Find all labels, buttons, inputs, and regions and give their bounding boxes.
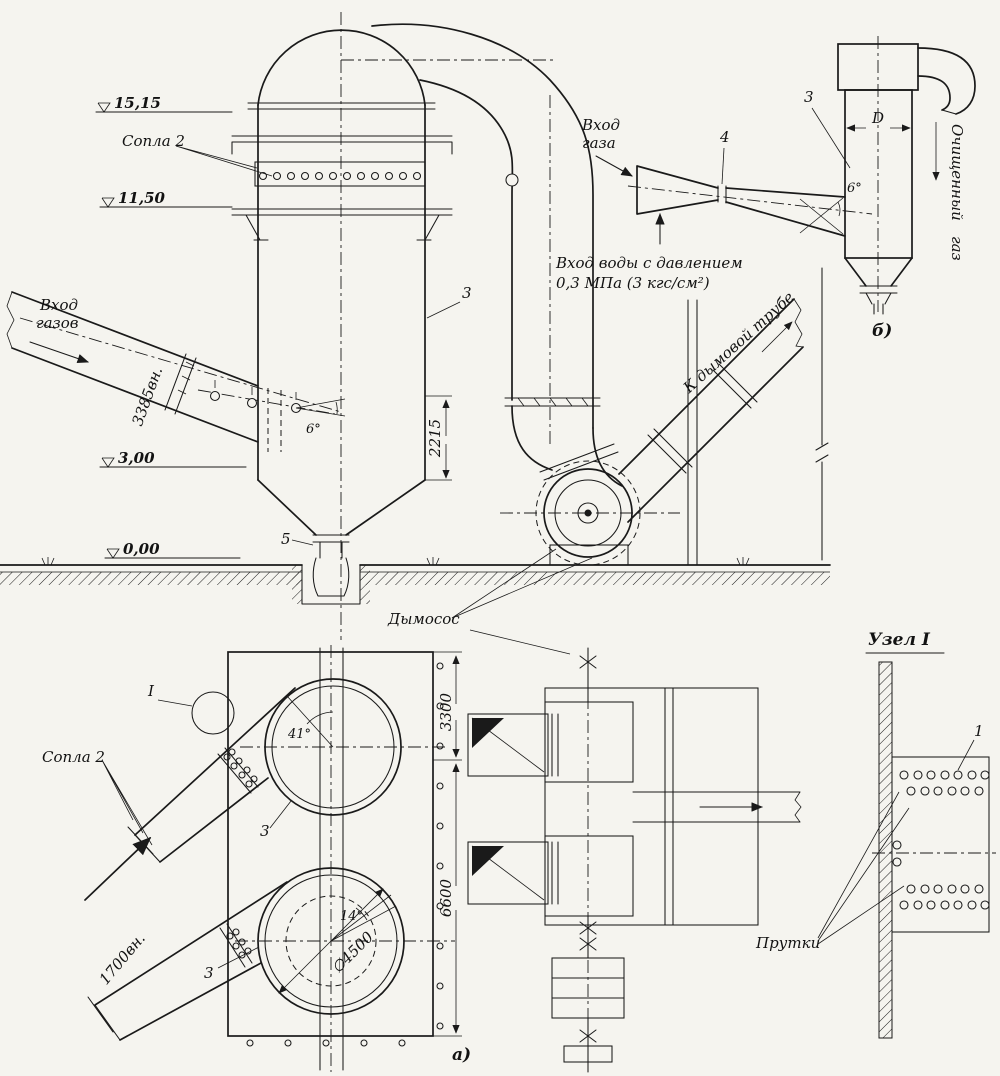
b-gas-label-2: газа xyxy=(582,134,616,152)
gas-inlet-duct xyxy=(6,291,259,443)
plan-bolt-holes xyxy=(246,662,444,1047)
plan-item-I-label: I xyxy=(147,682,155,700)
clean-gas-pipe xyxy=(917,47,976,115)
level-15-15: 15,15 xyxy=(114,94,161,112)
angle-41-label: 41° xyxy=(287,727,311,742)
scheme-b-view: D Вход газа 4 3 6° Вход воды с давлением… xyxy=(555,36,976,341)
stack-duct xyxy=(618,267,829,566)
distributor xyxy=(197,380,346,452)
plan-casing xyxy=(227,651,434,1037)
level-marks: 15,15 11,50 3,00 0,00 xyxy=(95,94,247,559)
fan-plan xyxy=(467,647,802,1073)
b-angle-label: 6° xyxy=(847,181,862,196)
lower-vessel-plan xyxy=(257,867,405,1015)
plan-nozzles-label: Сопла 2 xyxy=(42,748,105,766)
perforated-plate xyxy=(891,756,990,933)
support-column xyxy=(687,299,698,566)
angle-14-label: 14° xyxy=(340,909,363,924)
separator-cone xyxy=(844,257,913,315)
plan-dimensions: 41° 14° ∅4500 3300 6600 xyxy=(278,651,462,1037)
detail-view: Узел I 1 Прутки xyxy=(755,630,996,1039)
scheme-b-caption: б) xyxy=(872,321,892,341)
dim-D-label: D xyxy=(871,109,884,127)
detail-balloon-I xyxy=(191,691,235,735)
plan-stack-duct xyxy=(319,647,344,1071)
water-label-2: 0,3 МПа (3 кгс/см²) xyxy=(556,274,710,292)
item-3-label: 3 xyxy=(462,284,472,302)
nozzle-platforms xyxy=(175,135,453,241)
gas-inlet-label-1: Вход xyxy=(39,296,78,314)
venturi-tube xyxy=(636,165,846,237)
detail-item-1-label: 1 xyxy=(974,722,984,740)
plan-item-3-lower: 3 xyxy=(204,964,214,982)
ground xyxy=(0,557,831,605)
duct-port xyxy=(505,173,519,187)
b-gas-label-1: Вход xyxy=(581,116,620,134)
gas-duct xyxy=(371,23,623,487)
level-11-50: 11,50 xyxy=(118,189,166,207)
clean-gas-label-2: газ xyxy=(948,236,966,261)
view-boundary xyxy=(815,267,829,561)
plan-caption: а) xyxy=(452,1045,471,1065)
flow-arrow xyxy=(84,836,152,901)
water-label-1: Вход воды с давлением xyxy=(555,254,743,272)
dim-D: D xyxy=(846,109,911,132)
gas-inlet-label-2: газов xyxy=(36,314,79,332)
b-item-4-label: 4 xyxy=(719,128,730,146)
clean-gas-label-1: Очищенный xyxy=(948,124,966,221)
level-3-00: 3,00 xyxy=(118,449,155,467)
angle-6-label: 6° xyxy=(306,422,321,437)
dim-2215-label: 2215 xyxy=(426,419,444,458)
upper-vessel-plan xyxy=(264,678,402,816)
dim-3300-label: 3300 xyxy=(437,692,455,731)
plate-holes xyxy=(899,770,990,910)
lower-inlet-duct-plan xyxy=(87,881,288,1041)
wall-section xyxy=(878,661,893,1039)
fan-label: Дымосос xyxy=(387,610,460,628)
rods-label: Прутки xyxy=(755,934,820,952)
nozzles-label: Сопла 2 xyxy=(122,132,185,150)
dim-6600-label: 6600 xyxy=(437,878,455,917)
separator-body xyxy=(844,89,913,259)
dim-2215: 2215 xyxy=(425,395,452,481)
b-item-3-label: 3 xyxy=(804,88,814,106)
detail-title: Узел I xyxy=(868,630,931,650)
item-5-label: 5 xyxy=(281,530,291,548)
plan-item-3-upper: 3 xyxy=(260,822,270,840)
nozzle-row xyxy=(258,171,422,181)
level-0-00: 0,00 xyxy=(123,540,160,558)
plan-view: 41° 14° ∅4500 3300 6600 I Сопла 2 3 3 17… xyxy=(42,645,802,1073)
